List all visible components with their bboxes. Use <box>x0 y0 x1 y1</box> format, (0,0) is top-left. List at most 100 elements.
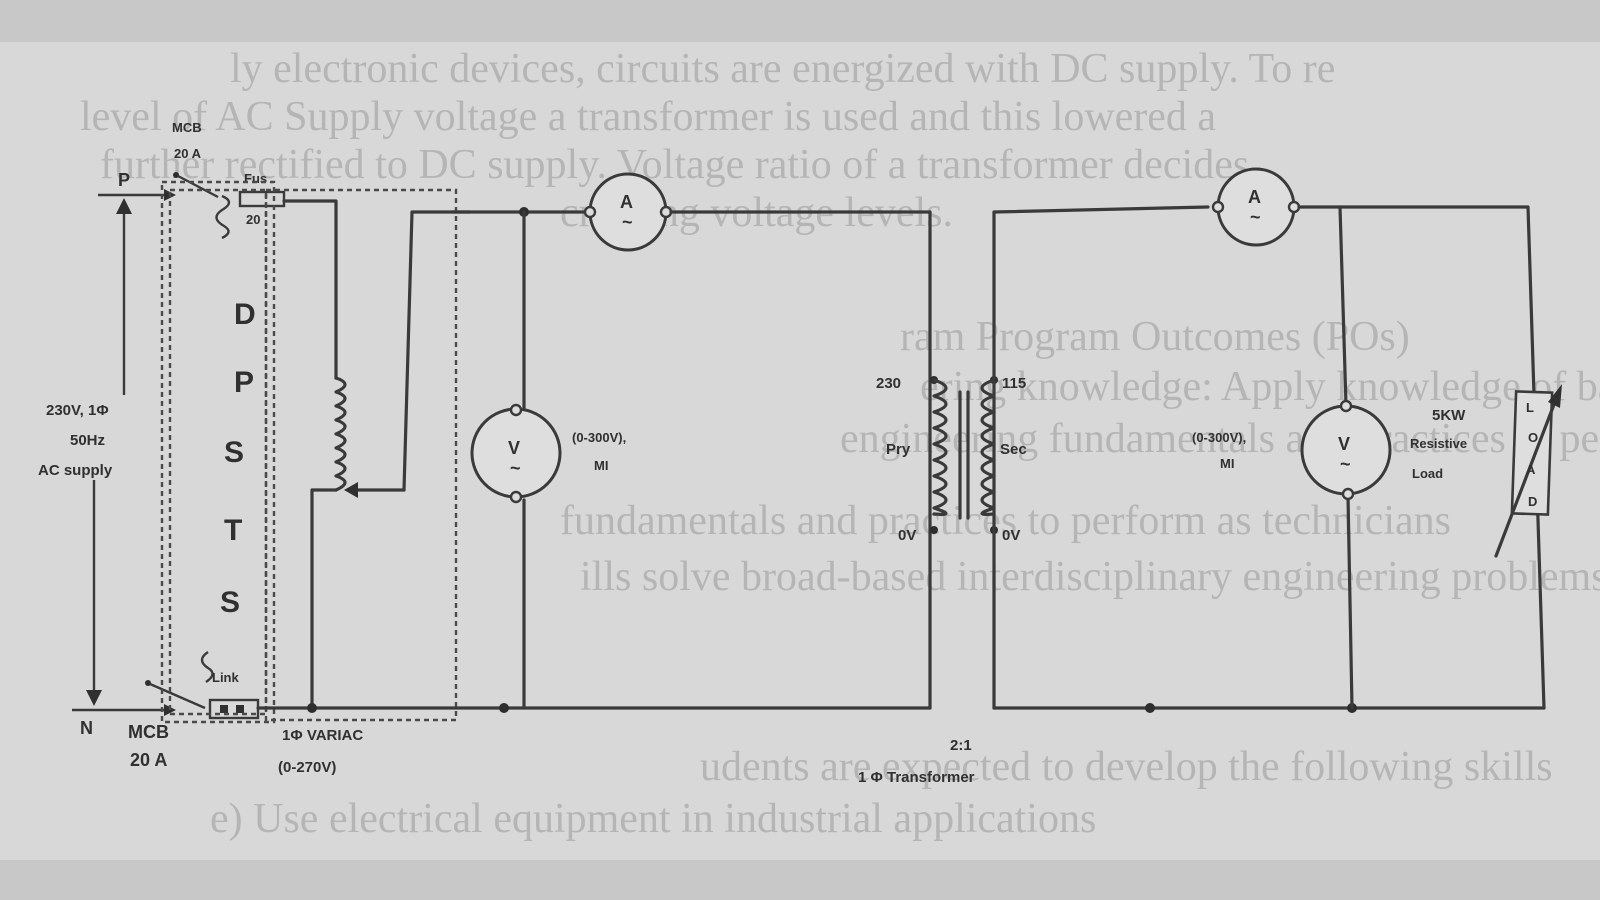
variac-input-wire <box>282 199 338 380</box>
voltmeter-primary-terminal-top <box>509 403 523 417</box>
mcb-top-contact <box>173 172 179 178</box>
variac-label: 1Φ VARIAC <box>282 727 363 744</box>
voltmeter-primary-wave: ~ <box>510 458 521 478</box>
supply-section: P N 230V, 1Φ 50Hz AC supply <box>38 170 176 738</box>
ammeter-secondary: A ~ <box>1211 167 1301 247</box>
supply-rating-line1: 230V, 1Φ <box>46 402 109 419</box>
mcb-bottom: MCB 20 A <box>128 680 206 770</box>
voltmeter-secondary-lead-top <box>1338 205 1348 407</box>
transformer-pri-top-label: 230 <box>876 375 901 392</box>
voltmeter-secondary-symbol: V <box>1338 434 1350 454</box>
mcb-bottom-rating: 20 A <box>130 750 167 770</box>
link-label: Link <box>212 670 239 685</box>
secondary-left-wire <box>992 205 1210 710</box>
dpst-enclosure-inner <box>168 188 268 716</box>
voltmeter-secondary-terminal-top <box>1339 399 1353 413</box>
variac-enclosure <box>264 188 458 722</box>
bg-line-10: udents are expected to develop the follo… <box>700 744 1553 790</box>
resistive-load: L O A D 5KW Resistive Load <box>1410 384 1562 558</box>
supply-rating-line2: 50Hz <box>70 432 105 449</box>
ammeter-secondary-symbol: A <box>1248 187 1261 207</box>
ammeter-primary-terminal-left <box>583 205 597 219</box>
voltmeter-secondary-range: (0-300V), <box>1192 430 1246 445</box>
bg-line-2: level of AC Supply voltage a transformer… <box>80 94 1216 140</box>
transformer-secondary-coil-icon <box>980 378 996 516</box>
fuse-label: Fus <box>244 171 267 186</box>
transformer-ratio: 2:1 <box>950 737 972 754</box>
voltmeter-primary-terminal-bottom <box>509 490 523 504</box>
load-letter-o: O <box>1528 430 1538 445</box>
transformer-pri-bottom-terminal <box>930 526 938 534</box>
ammeter-secondary-terminal-left <box>1211 200 1225 214</box>
mcb-top-rating: 20 A <box>174 146 202 161</box>
dpst-letter-t: T <box>224 514 242 547</box>
fuse-wire-icon <box>215 194 231 240</box>
voltmeter-primary-range: (0-300V), <box>572 430 626 445</box>
voltmeter-secondary-lead-bottom <box>1346 494 1354 710</box>
node-neutral-2 <box>499 703 509 713</box>
dpst-letter-s1: S <box>224 436 244 469</box>
load-arrow-head-icon <box>1548 384 1562 408</box>
mcb-top-label: MCB <box>172 120 202 135</box>
bg-line-8: fundamentals and practices to perform as… <box>560 498 1451 544</box>
neutral-label: N <box>80 718 93 738</box>
transformer-sec-label: Sec <box>1000 441 1027 458</box>
load-rating: 5KW <box>1432 407 1466 424</box>
load-type-line1: Resistive <box>1410 436 1467 451</box>
variac-range: (0-270V) <box>278 759 336 776</box>
dpst-letter-p: P <box>234 366 254 399</box>
bg-line-3: further rectified to DC supply. Voltage … <box>100 142 1249 188</box>
ammeter-primary-wave: ~ <box>622 212 633 232</box>
transformer-pri-label: Pry <box>886 441 911 458</box>
transformer-sec-bottom-label: 0V <box>1002 527 1020 544</box>
load-type-line2: Load <box>1412 466 1443 481</box>
mcb-bottom-label: MCB <box>128 722 169 742</box>
supply-rating-line3: AC supply <box>38 462 113 479</box>
bg-line-11: e) Use electrical equipment in industria… <box>210 796 1096 842</box>
voltmeter-secondary-terminal-bottom <box>1341 487 1355 501</box>
load-letter-l: L <box>1526 400 1534 415</box>
arrow-down-icon <box>86 690 102 706</box>
mcb-bottom-blade <box>149 682 206 710</box>
dpst-switch: D P S T S <box>160 180 276 724</box>
voltmeter-secondary-type: MI <box>1220 456 1234 471</box>
bg-line-9: ills solve broad-based interdisciplinary… <box>580 554 1600 600</box>
transformer-sec-top-label: 115 <box>1002 375 1026 392</box>
variac-wiper-arrow-icon <box>344 482 358 498</box>
load-variable-arrow <box>1494 392 1560 558</box>
fuse-rating: 20 <box>246 212 260 227</box>
bg-line-5: ram Program Outcomes (POs) <box>900 314 1410 360</box>
mcb-top-blade <box>177 174 219 199</box>
variac-lower-wire <box>310 488 338 710</box>
mcb-top: MCB 20 A <box>172 120 219 199</box>
voltmeter-secondary: V ~ (0-300V), MI <box>1192 205 1392 710</box>
load-letter-d: D <box>1528 494 1537 509</box>
link-wire-icon <box>200 651 214 683</box>
dpst-letter-s2: S <box>220 586 240 619</box>
voltmeter-secondary-wave: ~ <box>1340 454 1351 474</box>
link-pin-2 <box>236 705 244 713</box>
load-letter-a: A <box>1526 462 1536 477</box>
transformer-pri-bottom-label: 0V <box>898 527 916 544</box>
dpst-enclosure-outer <box>160 180 276 724</box>
node-neutral-1 <box>307 703 317 713</box>
mcb-bottom-contact <box>145 680 151 686</box>
bg-line-6: ering knowledge: Apply knowledge of basi… <box>920 364 1600 410</box>
ammeter-primary-symbol: A <box>620 192 633 212</box>
transformer-primary-coil-icon <box>932 378 948 516</box>
voltmeter-primary-symbol: V <box>508 438 520 458</box>
primary-to-transformer-top <box>669 210 932 710</box>
bg-line-1: ly electronic devices, circuits are ener… <box>230 46 1335 92</box>
ammeter-primary: A ~ <box>583 172 673 252</box>
variac-coil-icon <box>334 376 347 492</box>
secondary-top-wire <box>1297 205 1546 710</box>
neutral-link: Link <box>200 651 260 720</box>
fuse-body <box>238 190 286 208</box>
node-secondary-neutral-1 <box>1145 703 1155 713</box>
link-pin-1 <box>220 705 228 713</box>
voltmeter-primary: V ~ (0-300V), MI <box>470 210 626 710</box>
arrow-up-icon <box>116 198 132 214</box>
transformer-name: 1 Φ Transformer <box>858 769 975 786</box>
transformer: 230 115 Pry Sec 0V 0V 2:1 1 Φ Transforme… <box>858 375 1027 786</box>
